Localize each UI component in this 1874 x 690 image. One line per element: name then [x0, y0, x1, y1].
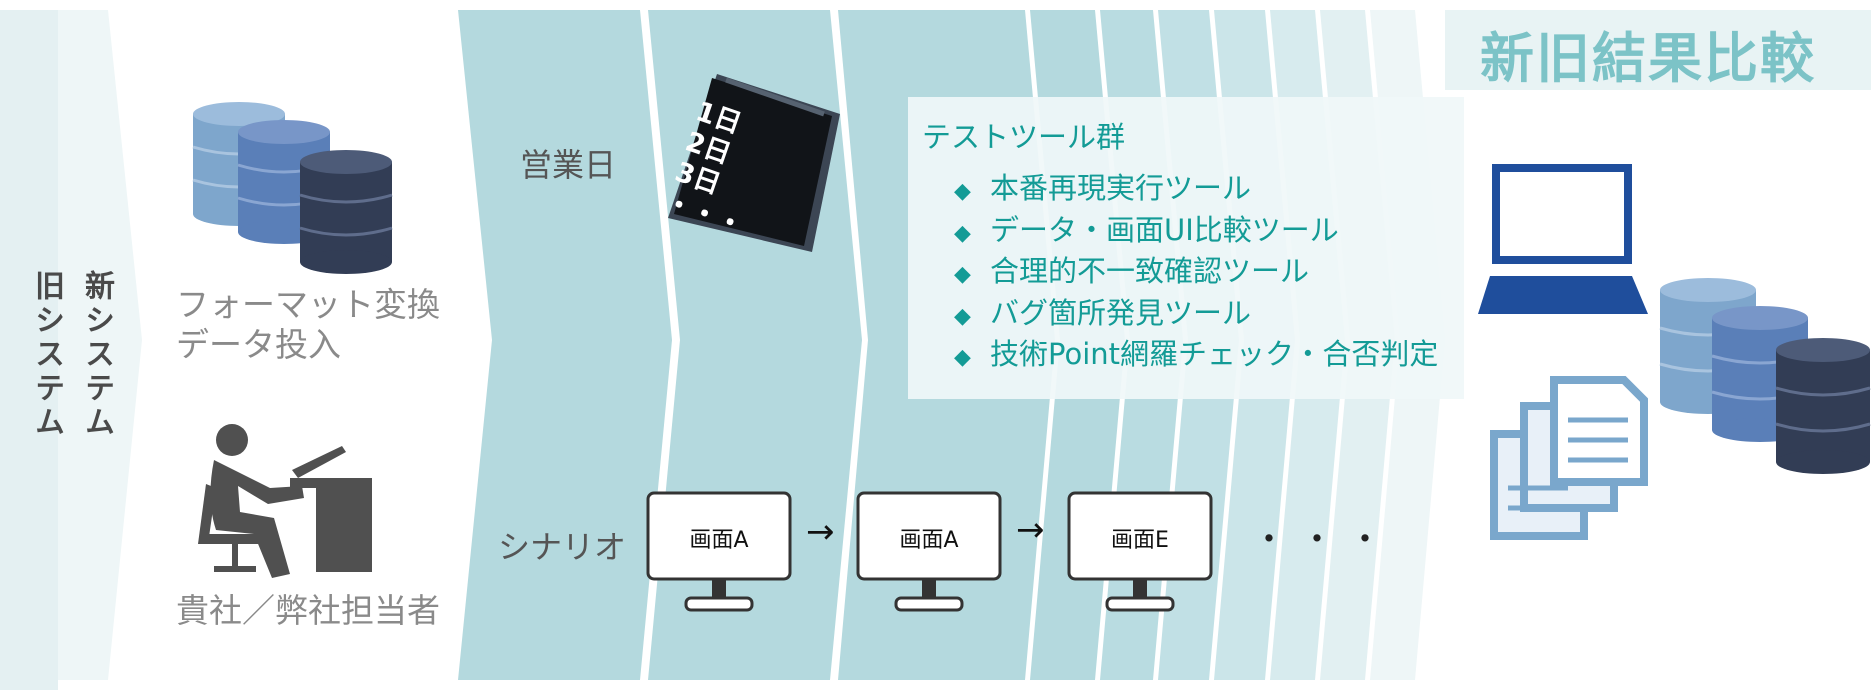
monitor-icon [856, 491, 1002, 612]
test-tools-title: テストツール群 [922, 120, 1126, 154]
test-tools-panel [908, 97, 1464, 399]
data-input-label: フォーマット変換 データ投入 [176, 285, 440, 365]
test-tools-list: ◆本番再現実行ツール ◆データ・画面UI比較ツール ◆合理的不一致確認ツール ◆… [954, 168, 1438, 376]
monitor-icon [1067, 491, 1213, 612]
person-at-desk-icon [198, 424, 372, 578]
diamond-bullet-icon: ◆ [954, 179, 971, 204]
list-item: ◆技術Point網羅チェック・合否判定 [954, 334, 1438, 376]
new-system-band [58, 10, 142, 680]
diamond-bullet-icon: ◆ [954, 345, 971, 370]
diamond-bullet-icon: ◆ [954, 262, 971, 287]
chevron-band-2 [458, 10, 672, 680]
laptop-icon [1478, 164, 1648, 314]
result-title: 新旧結果比較 [1480, 27, 1816, 90]
flow-arrow: → [806, 512, 835, 552]
calendar-icon [668, 74, 840, 252]
old-system-label: 旧システム [29, 270, 64, 440]
business-day-label: 営業日 [520, 146, 617, 184]
result-title-box [1445, 10, 1871, 90]
screen-label: 画面A [899, 528, 959, 553]
ellipsis: ・・・ [1252, 520, 1396, 560]
screen-label: 画面E [1111, 528, 1169, 553]
database-stack-icon [1659, 278, 1871, 474]
old-system-band [0, 10, 58, 690]
list-item: ◆本番再現実行ツール [954, 168, 1438, 210]
documents-icon [1490, 376, 1648, 540]
new-system-label: 新システム [79, 270, 114, 440]
persons-label: 貴社／弊社担当者 [176, 591, 440, 630]
data-input-line-2: データ投入 [176, 325, 341, 364]
scenario-label: シナリオ [498, 528, 627, 566]
list-item: ◆合理的不一致確認ツール [954, 251, 1438, 293]
diamond-bullet-icon: ◆ [954, 303, 971, 329]
screen-label: 画面A [689, 528, 749, 553]
monitor-icon [646, 491, 792, 612]
flow-arrow: → [1016, 510, 1045, 550]
database-stack-icon [192, 102, 393, 274]
diamond-bullet-icon: ◆ [954, 220, 971, 246]
data-input-line-1: フォーマット変換 [176, 285, 440, 324]
list-item: ◆バグ箇所発見ツール [954, 293, 1438, 335]
list-item: ◆データ・画面UI比較ツール [954, 210, 1438, 252]
